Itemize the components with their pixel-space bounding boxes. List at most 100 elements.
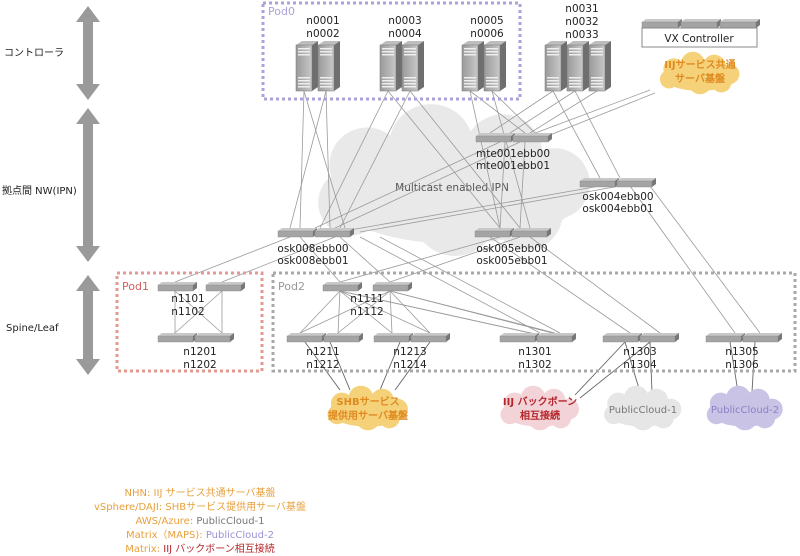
server-slot [591,86,603,88]
switch-front [680,21,718,29]
link-line [337,290,391,334]
link-line [624,341,641,393]
switch-top [706,333,745,336]
server-slot [464,86,476,88]
server-label: n0001 [306,15,339,27]
link-line [529,90,598,134]
server-slot [404,80,416,82]
link-line [329,341,351,391]
switch-front [157,335,194,343]
server-slot [320,54,332,56]
switch-icon [705,333,745,343]
server-slot [569,83,581,85]
server-label: n0004 [388,28,422,40]
server-top [545,41,567,45]
link-line [491,90,531,229]
server-slot [320,51,332,53]
cloud-part [355,405,381,431]
server-slot [404,54,416,56]
server-front [295,44,313,92]
server-slot [404,51,416,53]
switch-front [719,21,757,29]
switch-front [322,284,359,292]
switch-label: osk008ebb01 [277,255,348,267]
switch-icon [286,333,326,343]
cloud-part [652,407,674,429]
switch-top [206,282,245,285]
switch-top [287,333,326,336]
server-front [461,44,479,92]
server-slot [547,48,559,50]
switch-side [359,333,363,342]
link-line [509,90,576,134]
pod1-box [115,271,264,373]
link-line [489,90,554,134]
switch-front [277,230,314,238]
server-slot [591,83,603,85]
cloud-label-iij-backbone: 相互接続 [520,409,560,422]
link-line [389,290,431,334]
switch-top [158,333,197,336]
switch-front [602,335,639,343]
pod0-box [261,1,522,101]
cloud-label-shb: 提供用サーバ基盤 [328,409,409,422]
cloud-part [378,407,400,429]
server-side [334,41,340,91]
switch-label: n1212 [306,359,339,371]
link-line [469,90,526,134]
double-arrow-icon [76,108,100,262]
switch-front [474,230,511,238]
pod2-box [271,271,797,373]
server-slot [382,48,394,50]
cloud-part [550,407,572,429]
switch-top [195,333,234,336]
switch-top [500,333,539,336]
link-line [729,341,739,393]
server-label: n0006 [470,28,504,40]
switch-label: n1305 [725,346,758,358]
link-line [379,236,561,334]
link-line [299,90,305,229]
cloud-part [754,407,776,429]
switch-icon [639,333,679,343]
switch-label: osk005ebb00 [476,243,547,255]
switch-top [374,333,413,336]
switch-top [642,19,682,22]
ipn-label: Multicast enabled IPN [395,182,509,194]
server-slot [569,86,581,88]
switch-front [639,335,676,343]
server-slot [569,77,581,79]
server-slot [320,48,332,50]
link-line [574,90,621,179]
pod0-label: Pod0 [268,5,295,18]
switch-top [512,228,551,231]
server-icon [379,41,402,92]
link-line [379,341,401,391]
server-slot [320,83,332,85]
switch-top [411,333,450,336]
link-line [174,290,223,334]
legend-item: AWS/Azure: PublicCloud-1 [135,516,264,527]
switch-icon [157,333,197,343]
link-line [339,290,541,336]
cloud-part [527,405,553,431]
switch-icon [474,228,514,238]
switch-top [513,133,552,136]
server-slot [298,48,310,50]
cloud-part [623,385,649,411]
switch-label: osk008ebb00 [277,243,348,255]
server-front [544,44,562,92]
switch-label: n1303 [623,346,656,358]
link-line [389,290,393,334]
cloud-part [630,405,656,431]
switch-front [742,335,779,343]
server-top [567,41,589,45]
server-slot [320,86,332,88]
server-slot [591,77,603,79]
server-label: n0033 [565,29,598,41]
server-slot [382,51,394,53]
legend-item: Matrix（MAPS): PublicCloud-2 [126,529,274,541]
link-line [339,290,431,334]
switch-top [278,228,317,231]
link-line [469,90,501,229]
